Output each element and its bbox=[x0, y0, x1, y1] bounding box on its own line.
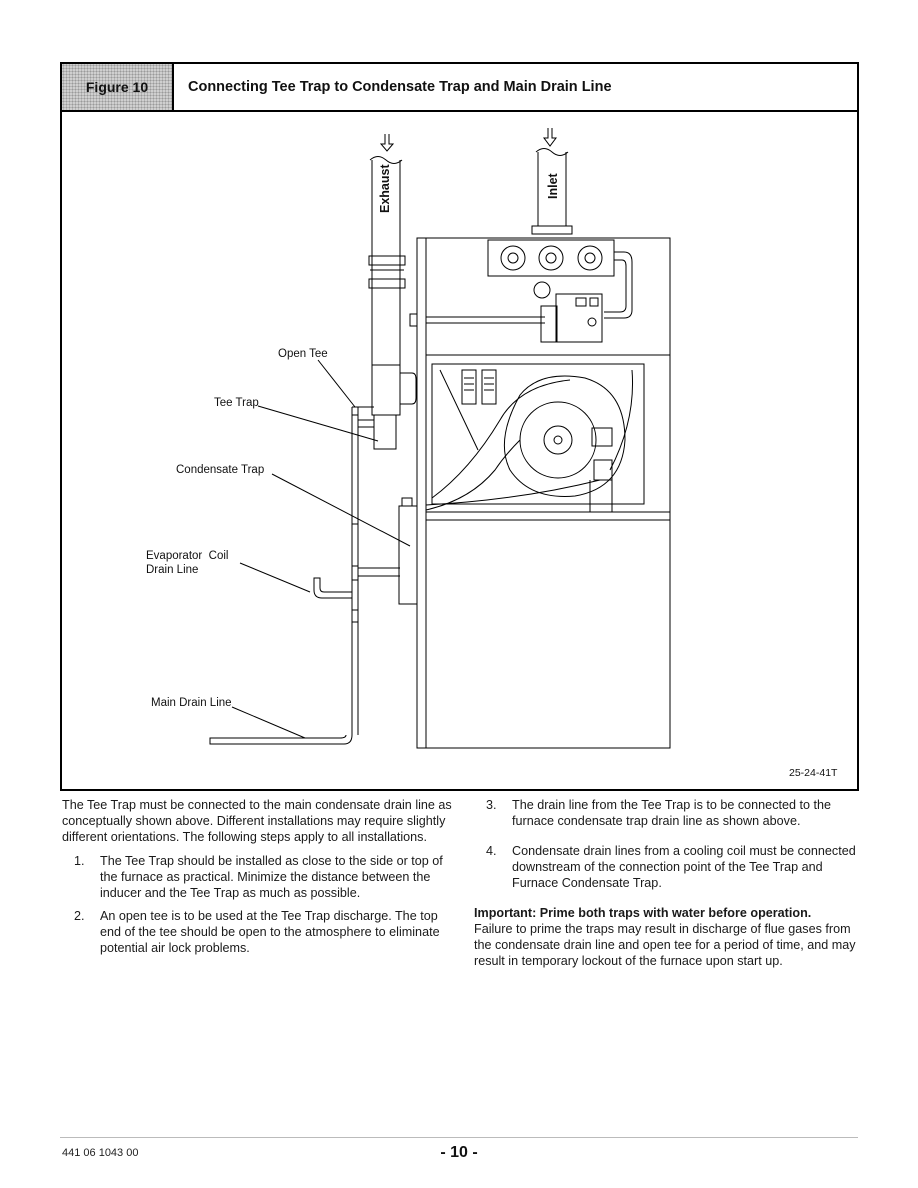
step-text: The Tee Trap should be installed as clos… bbox=[100, 854, 443, 900]
right-column: 3. The drain line from the Tee Trap is t… bbox=[474, 797, 864, 969]
step-3: 3. The drain line from the Tee Trap is t… bbox=[474, 797, 864, 829]
evaporator-coil-label: Evaporator Coil bbox=[146, 550, 228, 562]
footer-divider bbox=[60, 1137, 858, 1138]
left-column: The Tee Trap must be connected to the ma… bbox=[62, 797, 452, 956]
main-drain-line-label: Main Drain Line bbox=[151, 697, 232, 709]
step-number: 4. bbox=[486, 844, 497, 858]
condensate-trap-label: Condensate Trap bbox=[176, 464, 264, 476]
exhaust-label: Exhaust bbox=[378, 164, 392, 213]
tee-trap-label: Tee Trap bbox=[214, 397, 259, 409]
open-tee-label: Open Tee bbox=[278, 348, 328, 360]
important-heading: Important: Prime both traps with water b… bbox=[474, 906, 812, 920]
step-4: 4. Condensate drain lines from a cooling… bbox=[474, 843, 864, 891]
figure-label: Figure 10 bbox=[62, 64, 174, 110]
step-text: Condensate drain lines from a cooling co… bbox=[512, 844, 856, 890]
figure-header: Figure 10 Connecting Tee Trap to Condens… bbox=[62, 64, 857, 112]
step-1: 1. The Tee Trap should be installed as c… bbox=[62, 853, 452, 901]
page-number: - 10 - bbox=[440, 1144, 478, 1161]
inlet-label: Inlet bbox=[546, 172, 560, 199]
step-number: 2. bbox=[74, 909, 85, 923]
drain-line-label: Drain Line bbox=[146, 564, 198, 576]
intro-paragraph: The Tee Trap must be connected to the ma… bbox=[62, 798, 452, 844]
figure-box: Figure 10 Connecting Tee Trap to Condens… bbox=[60, 62, 859, 791]
step-number: 1. bbox=[74, 854, 85, 868]
document-number: 441 06 1043 00 bbox=[62, 1147, 139, 1159]
step-text: The drain line from the Tee Trap is to b… bbox=[512, 798, 831, 828]
inlet-arrow-icon bbox=[543, 128, 557, 147]
figure-code: 25-24-41T bbox=[789, 767, 838, 779]
step-2: 2. An open tee is to be used at the Tee … bbox=[62, 908, 452, 956]
furnace-diagram: Exhaust Inlet Open Tee Tee Trap Condensa… bbox=[146, 128, 838, 779]
figure-title: Connecting Tee Trap to Condensate Trap a… bbox=[188, 79, 612, 95]
important-text: Failure to prime the traps may result in… bbox=[474, 922, 856, 968]
step-text: An open tee is to be used at the Tee Tra… bbox=[100, 909, 440, 955]
exhaust-arrow-icon bbox=[379, 134, 395, 152]
step-number: 3. bbox=[486, 798, 497, 812]
